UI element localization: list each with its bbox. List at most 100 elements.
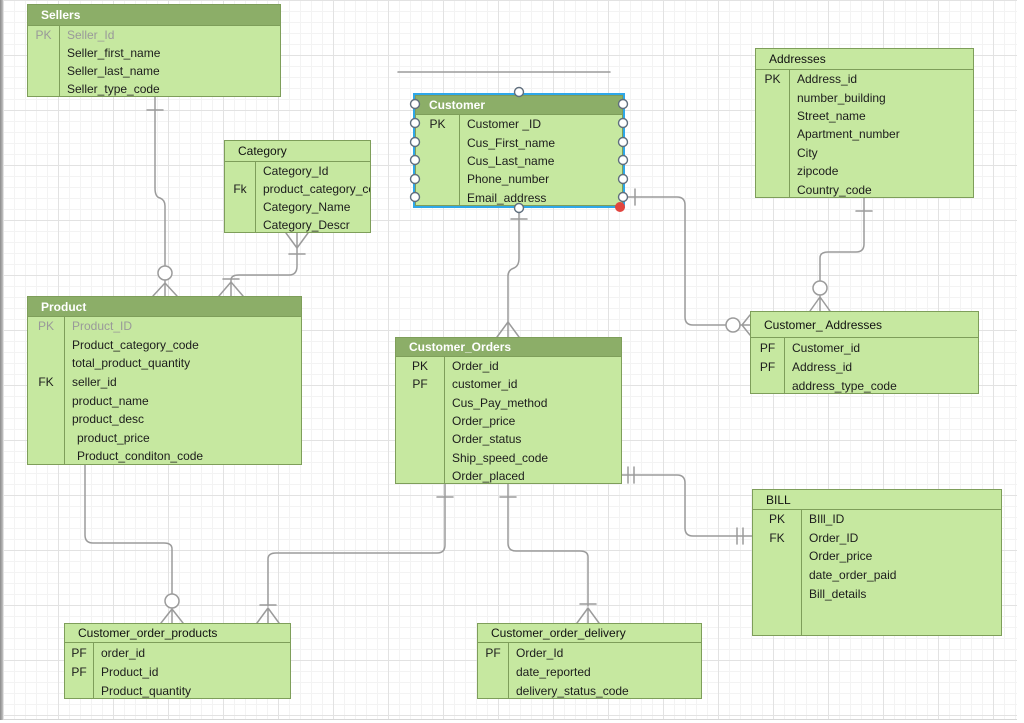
field-name-label: Product_quantity: [101, 683, 192, 698]
field-name-label: zipcode: [797, 164, 839, 179]
field-row[interactable]: Email_address: [416, 189, 622, 205]
field-name-label: Order_placed: [452, 468, 525, 483]
field-row[interactable]: number_building: [756, 88, 973, 106]
field-row[interactable]: address_type_code: [751, 376, 978, 393]
connector-addresses-customer-addresses[interactable]: [809, 197, 873, 312]
selection-handles[interactable]: [409, 86, 629, 214]
selection-border[interactable]: [413, 93, 625, 208]
entity-title[interactable]: Customer: [416, 96, 622, 115]
field-row[interactable]: Product_category_code: [28, 336, 301, 355]
field-row[interactable]: Category_Id: [225, 162, 370, 180]
entity-title[interactable]: Customer_order_products: [65, 624, 290, 643]
field-row[interactable]: product_price: [28, 429, 301, 448]
field-key-label: PK: [764, 72, 781, 87]
entity-title[interactable]: BILL: [753, 490, 1001, 510]
field-row[interactable]: product_name: [28, 391, 301, 410]
field-row[interactable]: Ship_speed_code: [396, 448, 621, 466]
selection-endpoint-dot: [615, 202, 625, 212]
field-row[interactable]: City: [756, 144, 973, 162]
field-row[interactable]: Bill_details: [753, 584, 1001, 603]
field-row[interactable]: Apartment_number: [756, 125, 973, 143]
field-name-label: Category_Name: [263, 200, 351, 214]
field-row[interactable]: Order_status: [396, 430, 621, 448]
field-name-label: Seller_last_name: [67, 64, 160, 78]
field-row[interactable]: Category_Descr: [225, 216, 370, 232]
field-row[interactable]: Street_name: [756, 107, 973, 125]
connector-orders-order-products[interactable]: [256, 483, 454, 624]
entity-title[interactable]: Sellers: [28, 5, 280, 26]
field-row[interactable]: Order_price: [753, 547, 1001, 566]
field-row[interactable]: delivery_status_code: [478, 681, 701, 698]
entity-title[interactable]: Customer_order_delivery: [478, 624, 701, 643]
field-row[interactable]: Category_Name: [225, 198, 370, 216]
entity-title[interactable]: Addresses: [756, 49, 973, 70]
field-row[interactable]: Order_placed: [396, 467, 621, 483]
field-row[interactable]: date_reported: [478, 662, 701, 681]
connector-orders-bill[interactable]: [621, 466, 753, 545]
field-row[interactable]: Seller_first_name: [28, 44, 280, 62]
field-row[interactable]: zipcode: [756, 162, 973, 180]
field-row[interactable]: Cus_Pay_method: [396, 394, 621, 412]
field-row[interactable]: date_order_paid: [753, 566, 1001, 585]
field-name-label: product_price: [77, 430, 150, 445]
field-row[interactable]: product_desc: [28, 410, 301, 429]
connector-customer-orders[interactable]: [496, 206, 528, 338]
entity-title[interactable]: Customer_Orders: [396, 338, 621, 357]
field-row[interactable]: Product_conditon_code: [28, 447, 301, 464]
field-row[interactable]: Order_price: [396, 412, 621, 430]
field-row[interactable]: Phone_number: [416, 170, 622, 188]
entity-title[interactable]: Product: [28, 297, 301, 317]
entity-title[interactable]: Category: [225, 141, 370, 162]
connector-sellers-product[interactable]: [146, 96, 178, 297]
field-row[interactable]: total_product_quantity: [28, 354, 301, 373]
field-row[interactable]: Cus_First_name: [416, 133, 622, 151]
field-row[interactable]: Seller_last_name: [28, 62, 280, 80]
connector-category-product[interactable]: [218, 232, 309, 297]
field-name-label: Cus_Pay_method: [452, 395, 548, 410]
field-row[interactable]: Cus_Last_name: [416, 152, 622, 170]
entity-category[interactable]: CategoryCategory_IdFkproduct_category_co…: [224, 140, 371, 233]
connector-product-order-products[interactable]: [84, 464, 184, 624]
field-row[interactable]: Seller_type_code: [28, 80, 280, 96]
field-row[interactable]: Product_quantity: [65, 681, 290, 698]
field-name-label: City: [797, 145, 818, 160]
field-row[interactable]: Country_code: [756, 180, 973, 197]
field-name-label: date_order_paid: [809, 568, 897, 583]
field-name-label: number_building: [797, 90, 886, 105]
field-name-label: Apartment_number: [797, 127, 900, 142]
field-key-label: PK: [37, 319, 54, 334]
connector-orders-order-delivery[interactable]: [499, 483, 600, 624]
entity-title[interactable]: Customer_ Addresses: [751, 312, 978, 338]
connector-customer-customer-addresses[interactable]: [622, 188, 751, 336]
